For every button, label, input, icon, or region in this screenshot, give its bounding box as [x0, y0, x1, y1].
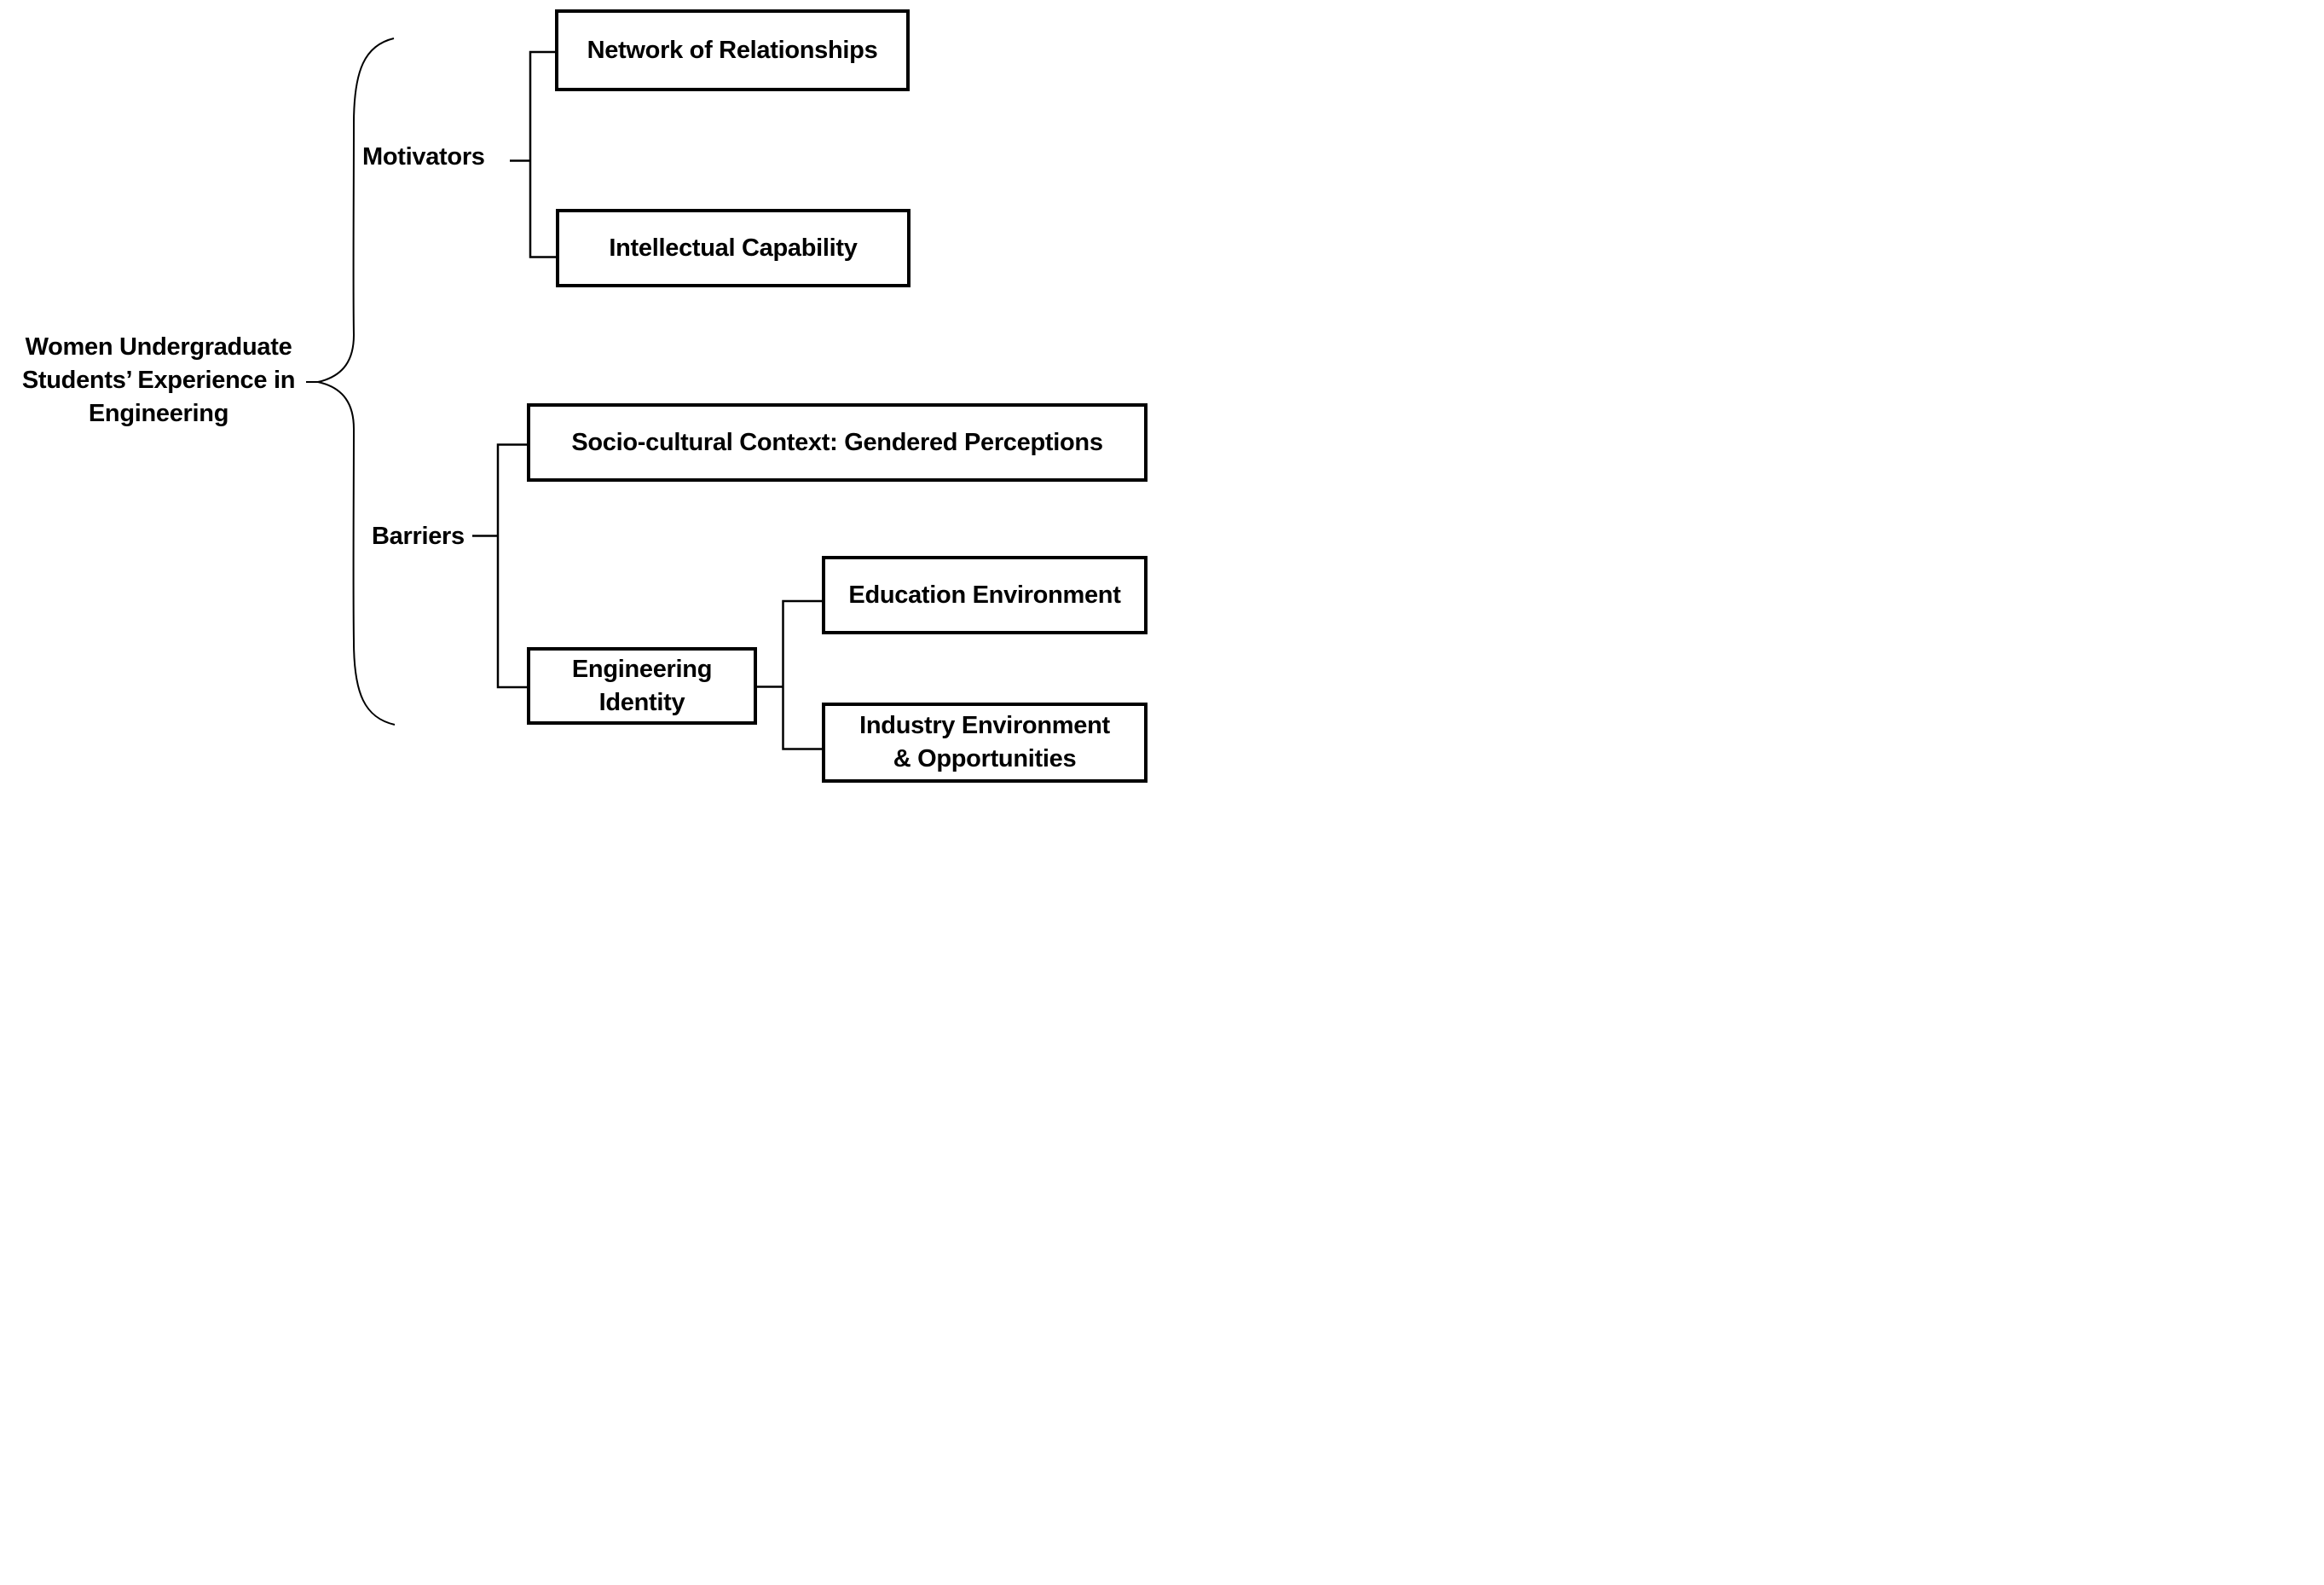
- box-label: Network of Relationships: [587, 36, 878, 64]
- box-label: Intellectual Capability: [609, 234, 858, 262]
- root-title-line: Students’ Experience in: [21, 367, 296, 394]
- box-engineering-identity: Engineering Identity: [527, 647, 757, 725]
- motivators-connector: [510, 50, 557, 258]
- group-label-barriers: Barriers: [372, 523, 465, 550]
- root-node-title: Women Undergraduate Students’ Experience…: [7, 331, 310, 431]
- box-industry-environment-opportunities: Industry Environment & Opportunities: [822, 703, 1148, 783]
- root-title-line: Women Undergraduate: [25, 333, 292, 361]
- box-label: Education Environment: [848, 581, 1121, 609]
- box-label: Identity: [598, 688, 685, 716]
- barriers-connector: [472, 443, 528, 689]
- box-label: & Opportunities: [893, 745, 1077, 772]
- box-intellectual-capability: Intellectual Capability: [556, 209, 911, 287]
- root-title-line: Engineering: [88, 400, 229, 427]
- box-label: Socio-cultural Context: Gendered Percept…: [571, 428, 1103, 456]
- box-label: Industry Environment: [859, 712, 1110, 739]
- box-education-environment: Education Environment: [822, 556, 1148, 634]
- figure-canvas: Women Undergraduate Students’ Experience…: [0, 0, 1162, 793]
- box-label: Engineering: [571, 655, 713, 683]
- identity-connector: [756, 599, 824, 750]
- box-socio-cultural-context: Socio-cultural Context: Gendered Percept…: [527, 403, 1148, 482]
- box-network-of-relationships: Network of Relationships: [555, 9, 910, 91]
- group-label-motivators: Motivators: [362, 143, 485, 171]
